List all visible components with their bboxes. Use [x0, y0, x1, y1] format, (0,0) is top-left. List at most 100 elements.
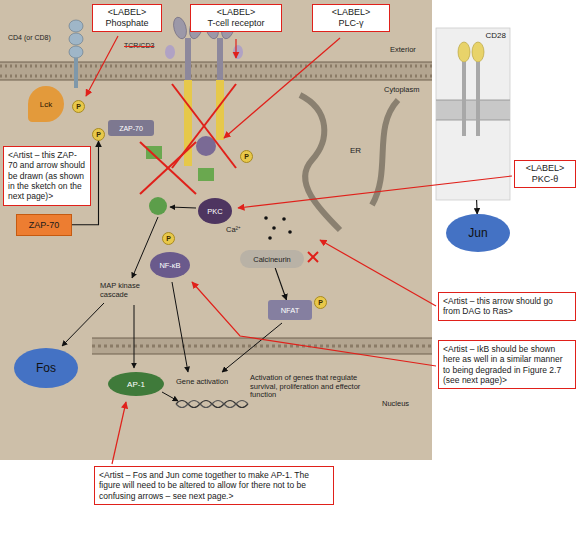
red-leader-arrow [86, 36, 512, 464]
nuclear-membrane [92, 354, 432, 355]
pathway-arrow [170, 207, 196, 208]
node-text: NF-κB [159, 261, 180, 270]
figure-label: TCR/CD3 [124, 42, 154, 50]
label-callout: <LABEL>T-cell receptor [190, 4, 282, 32]
figure-label: Exterior [390, 46, 416, 55]
node-text: <Artist – this ZAP-70 and arrow should b… [8, 150, 86, 202]
endoplasmic-reticulum [300, 95, 398, 230]
plasma-membrane [0, 62, 432, 80]
cd28-inset-picture [476, 62, 480, 136]
signal-arrow [275, 268, 286, 300]
nfat-box: NFAT [268, 300, 312, 320]
red-leader-arrow [238, 176, 512, 208]
photo-background [0, 0, 432, 460]
node-text: ZAP-70 [29, 220, 60, 230]
pathway-arrow [162, 392, 178, 401]
calcium-ions [288, 230, 292, 234]
cd4-molecule [69, 20, 83, 88]
red-cross-out [140, 142, 196, 194]
node-text: PKC-θ [532, 174, 559, 185]
signalling-proteins [149, 197, 167, 215]
phosphate-circle: P [92, 128, 105, 141]
phosphate-circle: P [240, 150, 253, 163]
red-cross-out [308, 252, 318, 262]
zap70-box: ZAP-70 [16, 214, 72, 236]
figure-label: Cytoplasm [384, 86, 419, 95]
node-text: Lck [40, 100, 52, 109]
node-text: ZAP-70 [119, 125, 143, 132]
figure-label: Gene activation [176, 378, 228, 387]
pathway-arrow [172, 282, 188, 372]
phosphate-circle: P [72, 100, 85, 113]
red-cross-out [140, 142, 196, 194]
cd28-inset-picture [436, 100, 510, 101]
lck-kinase: Lck [28, 86, 64, 122]
node-text: <LABEL> [526, 163, 565, 174]
red-leader-arrow [224, 38, 340, 138]
calcium-ions [268, 236, 272, 240]
endoplasmic-reticulum [300, 95, 340, 230]
cd28-inset-picture [458, 42, 470, 62]
figure-label: CD4 (or CD8) [8, 34, 58, 42]
cd28-inset-picture [436, 120, 510, 121]
cd28-inset-picture [472, 42, 484, 62]
cd4-molecule [69, 33, 83, 45]
node-text: PKC [207, 207, 222, 216]
red-leader-arrow [112, 402, 126, 464]
cd4-molecule [74, 58, 78, 88]
node-text: Fos [36, 361, 56, 375]
red-leader-arrow [192, 282, 436, 366]
cd4-molecule [69, 46, 83, 58]
figure-label: MAP kinase cascade [100, 282, 160, 299]
red-leader-arrow [320, 240, 436, 306]
pathway-arrow [134, 305, 135, 368]
dna-strand [176, 401, 248, 408]
calcium-ions [282, 217, 286, 221]
pathway-arrow [62, 303, 104, 346]
node-text: P [96, 131, 101, 138]
figure-label: Ca²⁺ [226, 226, 241, 235]
phosphate-circle: P [162, 232, 175, 245]
label-callout: <LABEL>PLC-γ [312, 4, 390, 32]
cd28-inset-picture [436, 100, 510, 120]
signalling-proteins [146, 146, 162, 159]
transcription-factor-circle: Fos [14, 348, 78, 388]
tcr-complex [233, 45, 243, 59]
node-text: PLC-γ [338, 18, 363, 29]
nuclear-membrane [92, 338, 432, 354]
dna-strand [176, 401, 248, 408]
node-text: <LABEL> [217, 7, 256, 18]
nfkb-circle: NF-κB [150, 252, 190, 278]
red-cross-out [308, 252, 318, 262]
calcium-ions [272, 226, 276, 230]
photo-background [0, 0, 432, 460]
cd28-inset-picture [436, 28, 510, 200]
nuclear-membrane [92, 338, 432, 339]
figure-label: Nucleus [382, 400, 409, 409]
node-text: <Artist – Fos and Jun come together to m… [99, 470, 329, 501]
node-text: P [166, 235, 171, 242]
artist-note: <Artist – IkB should be shown here as we… [438, 340, 576, 389]
node-text: Jun [468, 226, 487, 240]
signalling-proteins [198, 168, 214, 181]
red-leader-arrow [235, 39, 236, 58]
pathway-arrow [222, 323, 282, 372]
node-text: P [244, 153, 249, 160]
tcr-complex [171, 16, 188, 40]
cd28-inset: CD28 [436, 28, 510, 200]
calcium-ions [264, 216, 268, 220]
artist-note: <Artist – Fos and Jun come together to m… [94, 466, 334, 505]
tcr-complex [165, 45, 175, 59]
node-text: AP-1 [127, 380, 145, 389]
artist-note: <Artist – this arrow should go from DAG … [438, 292, 576, 321]
plasma-membrane [0, 65, 432, 68]
node-text: T-cell receptor [207, 18, 264, 29]
transcription-factor-circle: Jun [446, 214, 510, 252]
nuclear-membrane [92, 345, 432, 348]
label-callout: <LABEL>Phosphate [92, 4, 162, 32]
label-callout: <LABEL>PKC-θ [514, 160, 576, 188]
node-text: Calcineurin [253, 255, 291, 264]
node-text: P [76, 103, 81, 110]
zap70-protein: ZAP-70 [108, 120, 154, 136]
